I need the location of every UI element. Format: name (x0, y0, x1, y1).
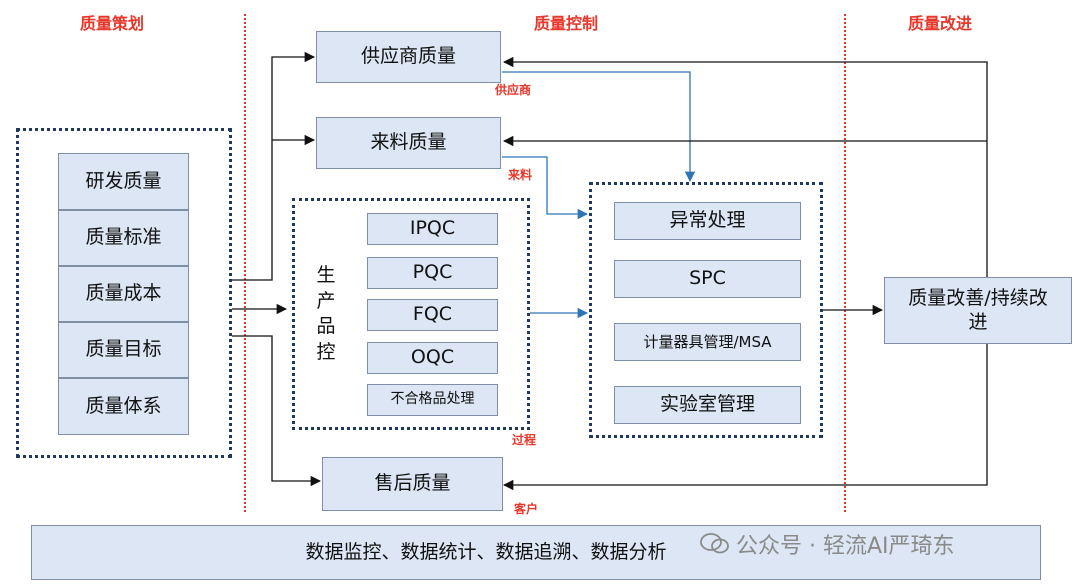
section-divider-left (244, 14, 246, 512)
supplier-quality-box: 供应商质量 (316, 31, 501, 83)
handling-group (589, 182, 823, 438)
planning-item: 质量目标 (58, 322, 189, 378)
planning-group (16, 128, 232, 458)
flow-label-supplier: 供应商 (495, 83, 532, 97)
production-group (292, 198, 530, 430)
arrow-incoming-to-handling (502, 156, 589, 220)
watermark: 公众号 · 轻流AI严琦东 (700, 528, 955, 560)
arrow-feedback-to-after-sales (502, 344, 988, 491)
handling-item: 异常处理 (614, 202, 801, 240)
arrow-planning-to-supplier (232, 51, 316, 281)
arrow-planning-to-after-sales (232, 335, 322, 487)
incoming-quality-box: 来料质量 (316, 117, 501, 169)
handling-item: 实验室管理 (614, 386, 801, 424)
process-item: FQC (367, 299, 498, 331)
section-title-planning: 质量策划 (80, 14, 145, 33)
process-item: OQC (367, 342, 498, 374)
flow-label-incoming: 来料 (508, 168, 533, 182)
data-management-label: 数据监控、数据统计、数据追溯、数据分析 (305, 540, 667, 563)
section-title-control: 质量控制 (534, 14, 599, 33)
flow-label-customer: 客户 (514, 502, 539, 516)
arrow-supplier-to-handling (502, 71, 696, 183)
flow-label-process: 过程 (512, 433, 537, 447)
planning-item: 质量体系 (58, 378, 189, 435)
data-management-bar: 数据监控、数据统计、数据追溯、数据分析 (31, 525, 1041, 580)
process-item: 不合格品处理 (367, 384, 498, 416)
planning-item: 质量标准 (58, 210, 189, 266)
section-divider-right (844, 14, 846, 512)
production-control-label: 生产品控 (316, 264, 336, 363)
improvement-box: 质量改善/持续改进 (884, 277, 1072, 344)
wechat-icon (700, 533, 730, 555)
planning-item: 研发质量 (58, 153, 189, 210)
after-sales-quality-box: 售后质量 (322, 457, 503, 511)
process-item: IPQC (367, 213, 498, 245)
section-title-improvement: 质量改进 (908, 14, 973, 33)
handling-item: 计量器具管理/MSA (614, 323, 801, 361)
watermark-text: 公众号 · 轻流AI严琦东 (736, 534, 955, 559)
planning-item: 质量成本 (58, 266, 189, 322)
process-item: PQC (367, 257, 498, 289)
handling-item: SPC (614, 260, 801, 298)
arrow-feedback-to-supplier (502, 56, 988, 277)
